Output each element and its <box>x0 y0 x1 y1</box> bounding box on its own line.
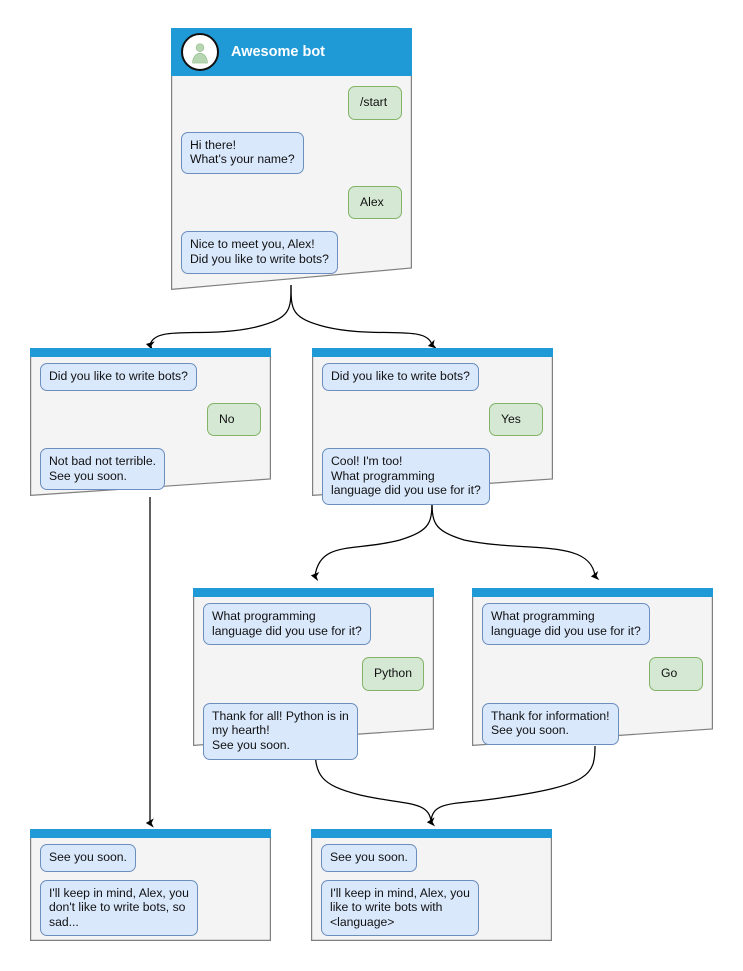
chat-bubble-bot: I'll keep in mind, Alex, you don't like … <box>40 879 198 937</box>
edge-root-to-yes <box>290 284 437 349</box>
node-no-branch-chat: Did you like to write bots? No Not bad n… <box>30 357 271 491</box>
node-no-branch-titlebar <box>30 348 271 357</box>
node-go-branch-chat: What programming language did you use fo… <box>472 597 713 745</box>
chat-bubble-user: Yes <box>489 402 543 437</box>
edge-root-to-no <box>145 284 292 351</box>
node-end-no[interactable]: See you soon. I'll keep in mind, Alex, y… <box>30 829 271 941</box>
chat-bubble-bot: Did you like to write bots? <box>322 363 479 391</box>
chat-bubble-bot: Nice to meet you, Alex! Did you like to … <box>181 231 338 274</box>
node-yes-branch-titlebar <box>312 348 553 357</box>
chat-bubble-bot: Hi there! What's your name? <box>181 131 304 174</box>
node-go-branch[interactable]: What programming language did you use fo… <box>472 588 713 746</box>
node-python-branch-titlebar <box>193 588 434 597</box>
chat-bubble-bot: See you soon. <box>40 844 136 872</box>
chat-bubble-bot: Thank for all! Python is in my hearth! S… <box>203 702 358 760</box>
chat-bubble-bot: Not bad not terrible. See you soon. <box>40 448 166 491</box>
chat-bubble-bot: See you soon. <box>321 844 417 872</box>
chat-bubble-user: No <box>207 402 261 437</box>
node-end-yes[interactable]: See you soon. I'll keep in mind, Alex, y… <box>311 829 552 941</box>
chat-bubble-user: Python <box>362 657 424 691</box>
person-avatar-icon <box>181 33 219 71</box>
edge-go-to-end-yes <box>430 745 596 823</box>
node-python-branch[interactable]: What programming language did you use fo… <box>193 588 434 760</box>
node-root[interactable]: Awesome bot /start Hi there! What's your… <box>171 28 412 290</box>
chat-bubble-bot: I'll keep in mind, Alex, you like to wri… <box>321 879 479 937</box>
node-python-branch-chat: What programming language did you use fo… <box>193 597 434 760</box>
node-yes-branch-chat: Did you like to write bots? Yes Cool! I'… <box>312 357 553 505</box>
node-end-yes-chat: See you soon. I'll keep in mind, Alex, y… <box>311 838 552 937</box>
chat-bubble-user: /start <box>348 86 402 120</box>
chat-bubble-bot: What programming language did you use fo… <box>203 603 371 646</box>
chat-bubble-bot: Thank for information! See you soon. <box>482 702 619 745</box>
node-go-branch-titlebar <box>472 588 713 597</box>
chat-bubble-user: Go <box>649 657 703 691</box>
node-root-titlebar: Awesome bot <box>171 28 412 76</box>
chat-bubble-bot: Did you like to write bots? <box>40 363 197 391</box>
node-end-yes-titlebar <box>311 829 552 838</box>
node-no-branch[interactable]: Did you like to write bots? No Not bad n… <box>30 348 271 496</box>
node-yes-branch[interactable]: Did you like to write bots? Yes Cool! I'… <box>312 348 553 505</box>
chat-bubble-bot: Cool! I'm too! What programming language… <box>322 448 490 505</box>
node-end-no-titlebar <box>30 829 271 838</box>
node-root-chat: /start Hi there! What's your name? Alex … <box>171 76 412 274</box>
chat-bubble-user: Alex <box>348 185 402 220</box>
node-end-no-chat: See you soon. I'll keep in mind, Alex, y… <box>30 838 271 937</box>
chat-bubble-bot: What programming language did you use fo… <box>482 603 650 646</box>
bot-title: Awesome bot <box>231 44 326 60</box>
